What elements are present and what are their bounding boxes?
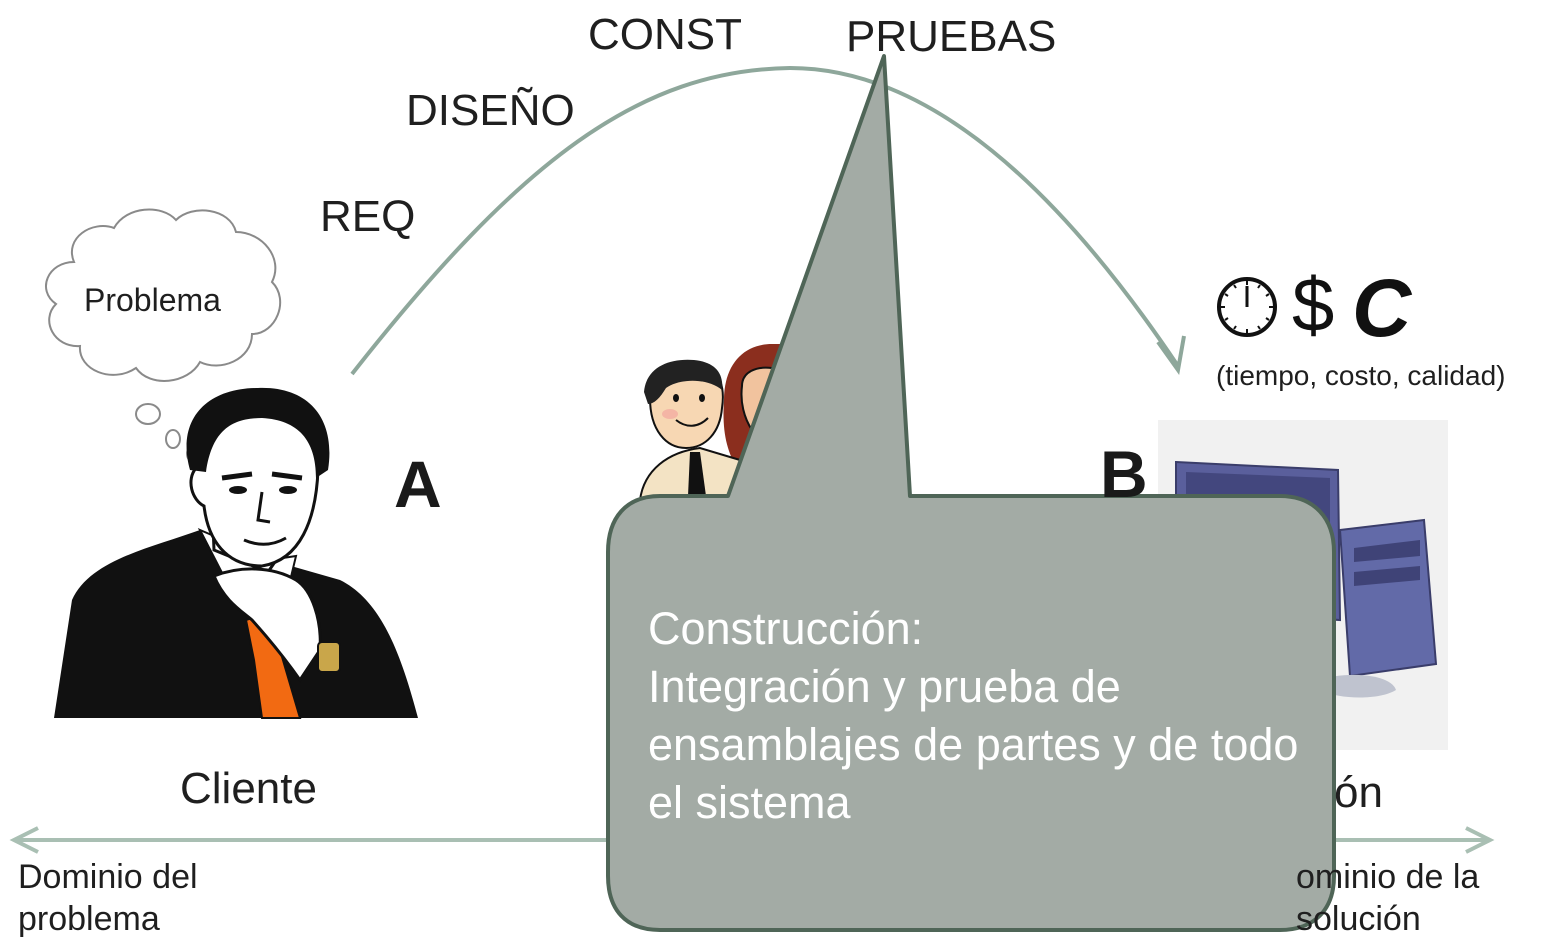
callout-text: Construcción: Integración y prueba de en… (648, 603, 1299, 828)
tcc-subtitle: (tiempo, costo, calidad) (1216, 360, 1506, 391)
phase-label-req: REQ (320, 192, 416, 241)
thought-text: Problema (84, 282, 221, 318)
point-a-label: A (394, 447, 442, 521)
domain-problem: Dominio del problema (18, 858, 198, 938)
domain-solution-partial: ominio de la solución (1296, 858, 1480, 938)
phase-label-design: DISEÑO (406, 86, 575, 135)
role-client: Cliente (180, 764, 317, 813)
clock-icon (1216, 276, 1278, 338)
point-b-label: B (1100, 437, 1148, 511)
client-figure (54, 387, 418, 719)
process-arc (350, 65, 1186, 376)
cost-symbol: $ (1292, 263, 1335, 348)
phase-label-tests: PRUEBAS (846, 12, 1057, 61)
phase-label-const: CONST (588, 10, 742, 59)
role-solution-partial: ón (1334, 768, 1383, 817)
callout-shape (606, 54, 1336, 932)
quality-symbol: C (1352, 263, 1412, 354)
